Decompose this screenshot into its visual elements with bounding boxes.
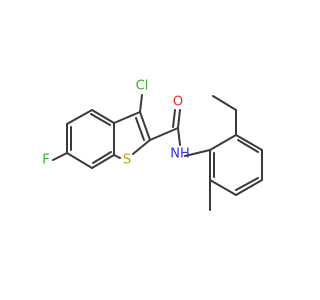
sulfur-label: S: [123, 153, 131, 168]
bond: [135, 117, 145, 141]
bond: [172, 109, 176, 128]
benzo-ring: [66, 109, 115, 169]
bond: [237, 139, 259, 153]
bond: [177, 127, 181, 146]
bond: [149, 127, 179, 141]
bond: [235, 177, 259, 191]
bond: [209, 179, 237, 196]
bond: [139, 111, 151, 141]
phenyl-ring: [209, 134, 263, 196]
bond: [132, 139, 151, 155]
bond: [177, 109, 181, 129]
bond-c-cl: [139, 94, 143, 113]
oxygen-label: O: [173, 95, 183, 110]
bond: [66, 152, 93, 169]
bond: [235, 179, 263, 196]
bond: [90, 113, 111, 126]
fluorine-label: F: [42, 153, 49, 168]
bond: [92, 151, 112, 164]
bond-ethyl-ch3: [212, 95, 237, 111]
amide-group: [149, 109, 211, 157]
bond: [113, 154, 121, 159]
bond: [184, 149, 211, 157]
bond: [113, 111, 141, 124]
bond: [91, 154, 115, 169]
bond: [91, 109, 115, 124]
bond: [66, 109, 93, 125]
nitrogen-label: NH: [170, 147, 190, 162]
bond: [209, 134, 237, 151]
chlorine-label: Cl: [136, 79, 149, 94]
molecule-structure: Cl S F O NH: [42, 79, 263, 211]
thiophene-ring: [113, 111, 151, 159]
bond: [235, 134, 263, 151]
bond-c-f: [52, 152, 68, 161]
